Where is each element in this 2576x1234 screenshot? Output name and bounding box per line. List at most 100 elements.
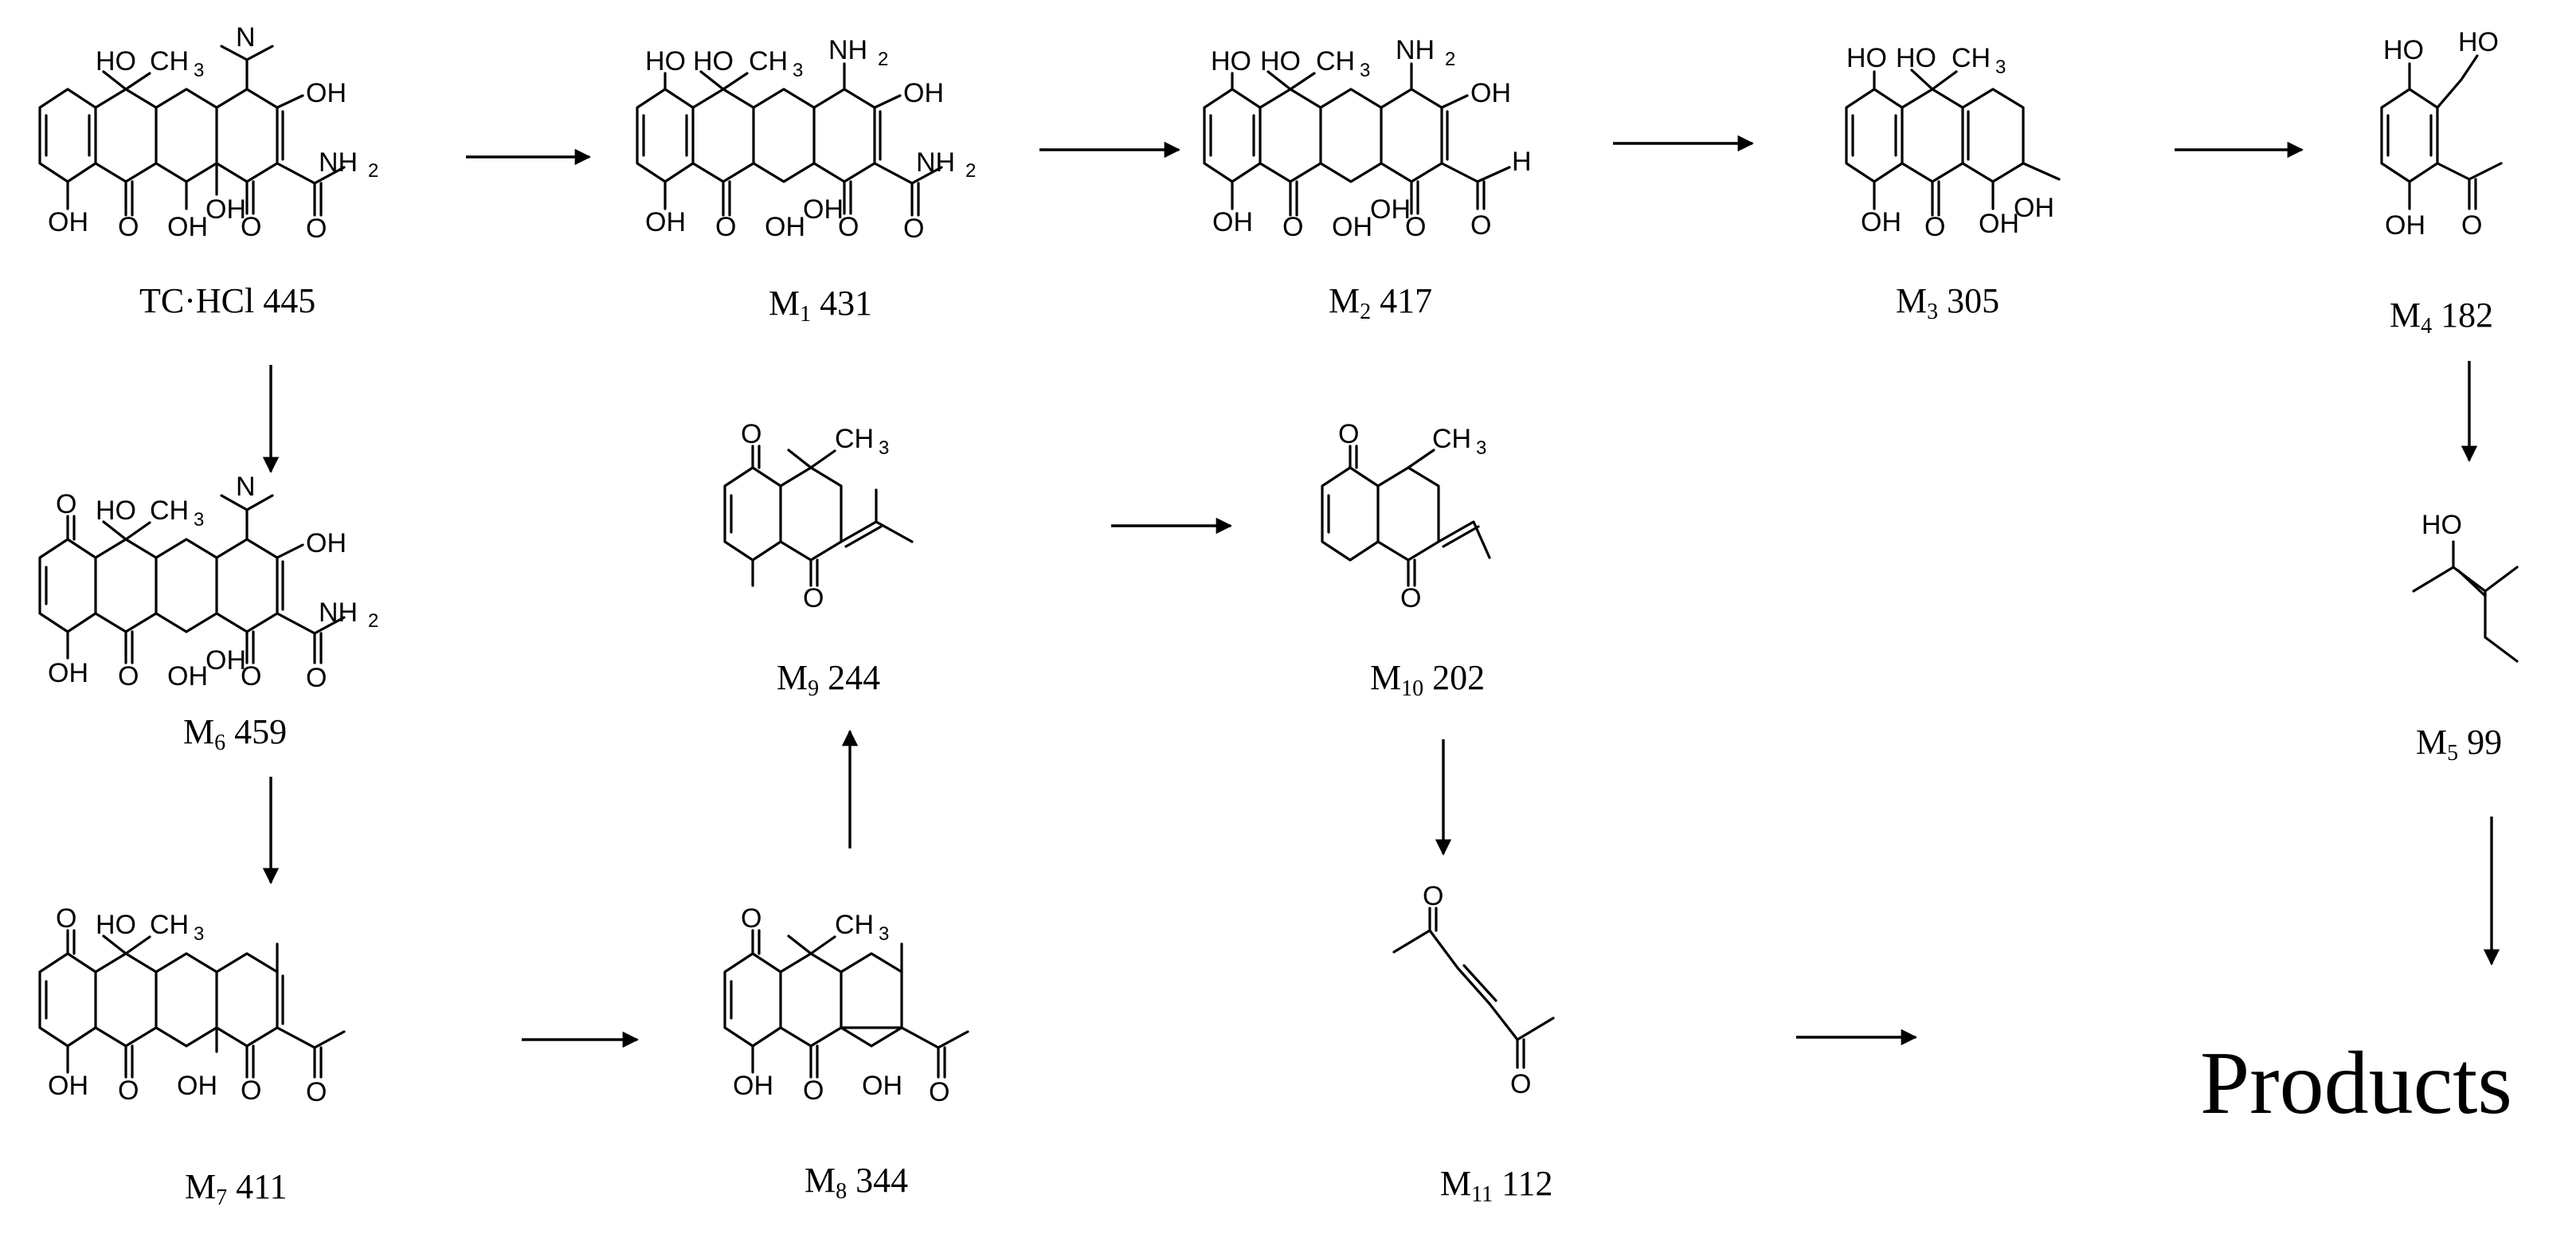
svg-text:CH: CH [835,424,874,454]
structure-m4: HO HO OH O [2380,27,2503,241]
svg-text:OH: OH [306,528,346,558]
svg-text:OH: OH [803,194,844,225]
svg-text:N: N [236,472,256,502]
svg-text:OH: OH [167,661,208,691]
svg-text:3: 3 [1476,437,1486,459]
svg-text:O: O [903,214,924,244]
products-label: Products [2200,1034,2512,1133]
svg-text:CH: CH [835,910,874,940]
svg-text:OH: OH [2014,193,2054,223]
caption-m10: M10 202 [1370,658,1485,701]
svg-text:OH: OH [645,207,686,237]
svg-text:O: O [241,661,261,691]
caption-m4: M4 182 [2390,296,2493,339]
caption-m5: M5 99 [2416,723,2502,766]
svg-text:HO: HO [1260,46,1301,76]
svg-text:3: 3 [194,60,204,81]
svg-text:O: O [306,663,327,693]
svg-text:3: 3 [1995,57,2006,78]
svg-text:OH: OH [1979,209,2019,239]
svg-text:OH: OH [206,194,246,225]
svg-text:O: O [118,212,139,242]
caption-m9: M9 244 [777,658,880,701]
svg-text:CH: CH [1952,43,1991,73]
svg-text:CH: CH [150,910,189,940]
svg-text:O: O [118,1075,139,1106]
svg-text:O: O [1423,881,1443,911]
svg-text:OH: OH [48,1071,88,1101]
svg-text:O: O [838,212,859,242]
svg-text:OH: OH [862,1071,902,1101]
caption-tc-hcl: TC·HCl 445 [139,281,315,320]
svg-text:OH: OH [48,658,88,688]
svg-text:3: 3 [194,923,204,945]
svg-text:O: O [1400,583,1421,613]
svg-text:3: 3 [194,509,204,531]
svg-text:OH: OH [1370,194,1411,225]
svg-text:3: 3 [879,923,889,945]
caption-m7: M7 411 [185,1167,288,1210]
svg-text:NH: NH [319,597,358,628]
caption-m3: M3 305 [1896,281,1999,324]
svg-text:OH: OH [1861,207,1901,237]
svg-text:OH: OH [1212,207,1253,237]
svg-text:OH: OH [167,212,208,242]
svg-text:CH: CH [150,496,189,526]
svg-text:HO: HO [1846,43,1887,73]
caption-m2: M2 417 [1329,281,1432,324]
svg-text:HO: HO [693,46,734,76]
svg-text:O: O [241,212,261,242]
svg-text:O: O [803,583,824,613]
svg-text:NH: NH [1396,35,1435,65]
reaction-arrows [262,135,2500,1048]
svg-text:O: O [803,1075,824,1106]
svg-text:OH: OH [765,212,805,242]
svg-text:OH: OH [1332,212,1372,242]
svg-text:HO: HO [2421,510,2462,540]
svg-text:HO: HO [96,910,136,940]
svg-text:2: 2 [878,49,888,70]
svg-text:2: 2 [368,160,378,182]
svg-text:CH: CH [1316,46,1355,76]
svg-text:O: O [1510,1069,1531,1099]
svg-text:CH: CH [1432,424,1471,454]
svg-text:O: O [241,1075,261,1106]
svg-text:O: O [741,419,761,449]
svg-text:O: O [306,214,327,244]
caption-m1: M1 431 [769,284,872,327]
caption-m11: M11 112 [1440,1164,1552,1207]
structure-m5: HO [2412,510,2519,663]
svg-text:O: O [1405,212,1426,242]
svg-text:O: O [1924,212,1945,242]
svg-text:O: O [306,1077,327,1107]
svg-text:CH: CH [150,46,189,76]
svg-text:OH: OH [48,207,88,237]
svg-text:O: O [118,661,139,691]
svg-text:OH: OH [306,78,346,108]
svg-text:O: O [929,1077,949,1107]
svg-text:O: O [1282,212,1303,242]
caption-m6: M6 459 [183,712,287,755]
svg-text:OH: OH [206,645,246,676]
svg-text:2: 2 [368,610,378,632]
svg-text:CH: CH [749,46,788,76]
svg-text:HO: HO [2383,35,2424,65]
svg-text:3: 3 [1360,60,1370,81]
svg-text:2: 2 [965,160,976,182]
svg-text:3: 3 [879,437,889,459]
svg-text:O: O [2461,210,2482,241]
svg-text:H: H [1512,147,1532,177]
svg-text:OH: OH [1470,78,1511,108]
svg-text:HO: HO [645,46,686,76]
svg-text:3: 3 [793,60,803,81]
svg-text:O: O [715,212,736,242]
svg-text:NH: NH [828,35,867,65]
